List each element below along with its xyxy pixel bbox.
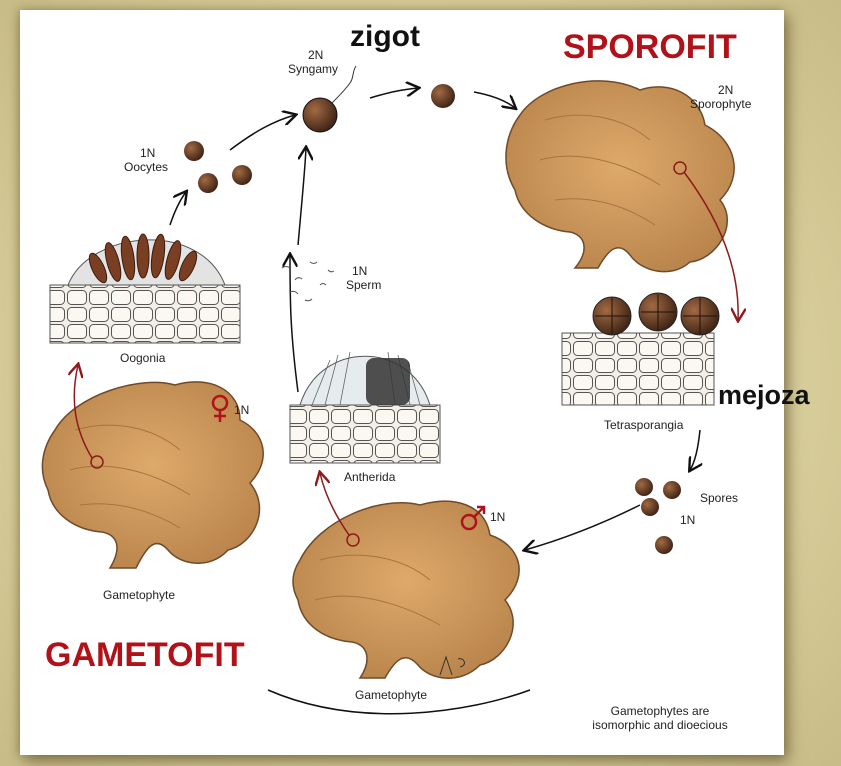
syngamy-caption: Syngamy bbox=[288, 62, 338, 76]
sporophyte-caption: Sporophyte bbox=[690, 97, 751, 111]
zygote-cell bbox=[431, 84, 455, 108]
spores-ploidy: 1N bbox=[680, 513, 695, 527]
oogonia-caption: Oogonia bbox=[120, 351, 165, 365]
arrow-oocytes-to-syngamy bbox=[230, 115, 295, 150]
spores-caption: Spores bbox=[700, 491, 738, 505]
zygote-label: zigot bbox=[350, 20, 420, 54]
sporophyte-label: SPOROFIT bbox=[563, 28, 737, 67]
oocytes bbox=[184, 141, 252, 193]
oocytes-ploidy: 1N bbox=[140, 146, 155, 160]
male-gametophyte-thallus bbox=[293, 501, 519, 678]
sperm-ploidy: 1N bbox=[352, 264, 367, 278]
arrow-antherida-to-sperm bbox=[290, 255, 298, 392]
gametophyte-bottom-caption: Gametophyte bbox=[355, 688, 427, 702]
tetrasporangia-caption: Tetrasporangia bbox=[604, 418, 683, 432]
isomorphic-note: Gametophytes are isomorphic and dioeciou… bbox=[585, 704, 735, 732]
gametophyte-left-caption: Gametophyte bbox=[103, 588, 175, 602]
sporophyte-ploidy: 2N bbox=[718, 83, 733, 97]
arrow-sperm-to-syngamy bbox=[298, 148, 306, 245]
arrow-to-zygote bbox=[370, 88, 418, 98]
arrow-to-sporophyte bbox=[474, 92, 515, 108]
arrow-to-male-gametophyte bbox=[525, 505, 640, 550]
antherida-tissue bbox=[290, 352, 440, 463]
gametophyte-label: GAMETOFIT bbox=[45, 636, 245, 675]
arrow-to-oocytes bbox=[170, 192, 186, 225]
oogonia-tissue bbox=[50, 233, 240, 343]
spores bbox=[635, 478, 681, 554]
sperm-caption: Sperm bbox=[346, 278, 381, 292]
meiosis-label: mejoza bbox=[718, 380, 810, 411]
female-ploidy: 1N bbox=[234, 403, 249, 417]
tetrasporangia-tissue bbox=[562, 293, 719, 405]
syngamy-ploidy: 2N bbox=[308, 48, 323, 62]
antherida-caption: Antherida bbox=[344, 470, 395, 484]
male-ploidy: 1N bbox=[490, 510, 505, 524]
oocytes-caption: Oocytes bbox=[124, 160, 168, 174]
arrow-to-spores bbox=[690, 430, 700, 470]
